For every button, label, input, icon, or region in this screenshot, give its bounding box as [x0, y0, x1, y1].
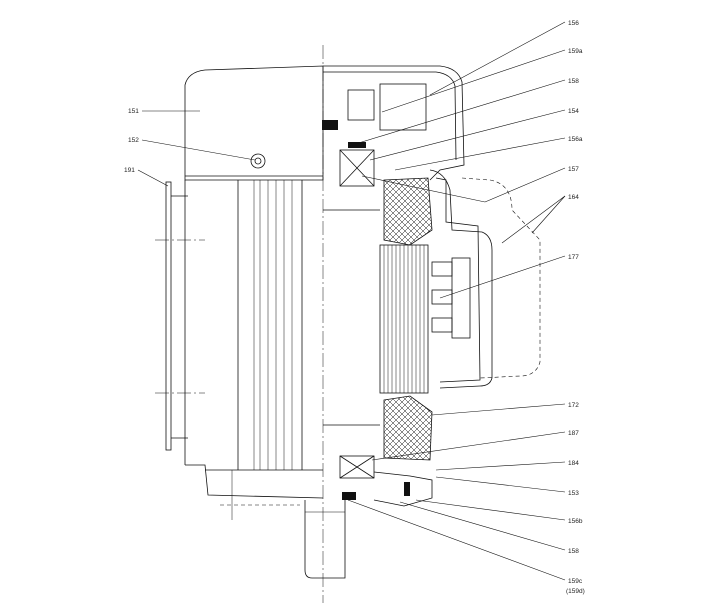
lower-bearing: [339, 455, 433, 507]
label-177: 177: [568, 254, 579, 261]
cooling-fins: [237, 180, 303, 470]
label-191: 191: [124, 167, 135, 174]
brake-cover: [429, 169, 541, 389]
label-157: 157: [568, 166, 579, 173]
label-156b: 156b: [568, 518, 583, 525]
label-154: 154: [568, 108, 579, 115]
label-151: 151: [128, 108, 139, 115]
label-158-upper: 158: [568, 78, 579, 85]
label-172: 172: [568, 402, 579, 409]
label-159c: 159c: [568, 578, 583, 585]
label-153: 153: [568, 490, 579, 497]
leader-lines: [137, 21, 566, 581]
label-164: 164: [568, 194, 579, 201]
label-159a: 159a: [568, 48, 583, 55]
label-156: 156: [568, 20, 579, 27]
rotor-stack: [323, 209, 429, 426]
lower-hatched-section: [383, 395, 433, 461]
label-158-lower: 158: [568, 548, 579, 555]
label-152: 152: [128, 137, 139, 144]
flange-plate: [155, 181, 205, 451]
housing-base: [185, 464, 324, 520]
upper-hatched-section: [383, 177, 433, 246]
housing-cover: [184, 65, 324, 465]
label-156a: 156a: [568, 136, 583, 143]
label-159d: (159d): [566, 588, 585, 595]
right-housing-section: [322, 65, 465, 187]
label-187: 187: [568, 430, 579, 437]
output-shaft: [304, 500, 346, 579]
label-184: 184: [568, 460, 579, 467]
vent-screw: [250, 153, 266, 169]
